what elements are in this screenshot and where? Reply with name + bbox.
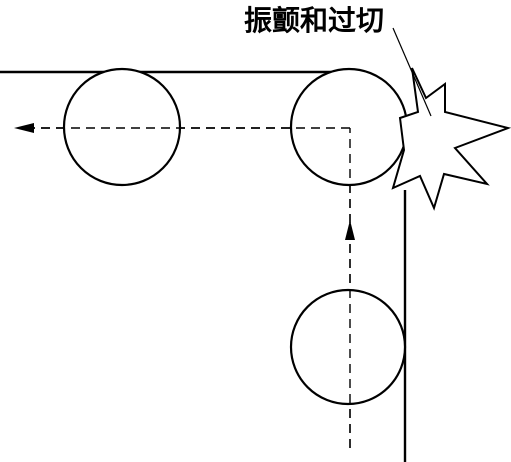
tool-center-path-overlay [32,127,351,448]
direction-arrows [14,123,355,240]
annotation-label: 振颤和过切 [244,4,384,37]
label-leader-line [392,27,432,117]
tool-positions [62,67,409,406]
arrow-icon [14,123,34,133]
tool-circle-bottom [289,288,407,406]
starburst-icon [391,67,511,211]
tool-circle-left [62,67,182,187]
tool-circle-corner [289,67,409,187]
arrow-icon [345,220,355,240]
tool-center-path [32,127,351,448]
